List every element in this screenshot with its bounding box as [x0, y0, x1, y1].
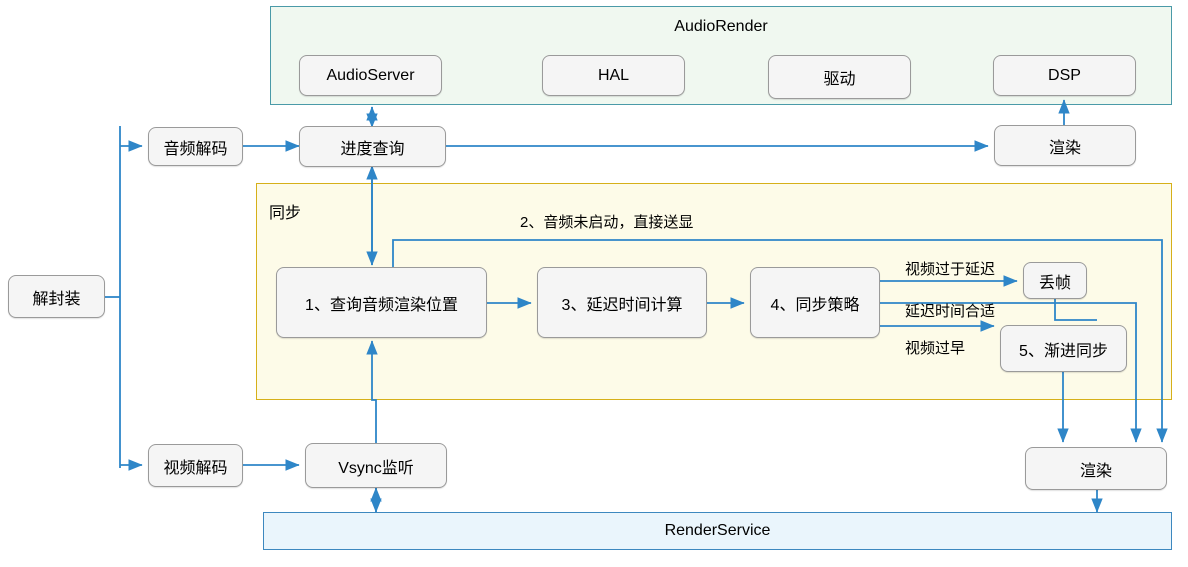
node-demux[interactable]: 解封装	[8, 275, 105, 318]
node-vsync-listener[interactable]: Vsync监听	[305, 443, 447, 488]
edge-label-audio-not-started: 2、音频未启动，直接送显	[520, 214, 694, 231]
node-query-audio-position[interactable]: 1、查询音频渲染位置	[276, 267, 487, 338]
node-render-top[interactable]: 渲染	[994, 125, 1136, 166]
node-render-service[interactable]: RenderService	[263, 512, 1172, 550]
node-audio-decode[interactable]: 音频解码	[148, 127, 243, 166]
node-render-bottom[interactable]: 渲染	[1025, 447, 1167, 490]
edge-label-video-too-late: 视频过于延迟	[905, 261, 996, 278]
edge-label-delay-ok: 延迟时间合适	[905, 303, 996, 320]
node-driver[interactable]: 驱动	[768, 55, 911, 99]
node-progressive-sync[interactable]: 5、渐进同步	[1000, 325, 1127, 372]
edge-label-video-too-early: 视频过早	[905, 340, 966, 357]
node-hal[interactable]: HAL	[542, 55, 685, 96]
node-sync-policy[interactable]: 4、同步策略	[750, 267, 880, 338]
node-drop-frame[interactable]: 丢帧	[1023, 262, 1087, 299]
node-delay-calculation[interactable]: 3、延迟时间计算	[537, 267, 707, 338]
node-video-decode[interactable]: 视频解码	[148, 444, 243, 487]
node-audioserver[interactable]: AudioServer	[299, 55, 442, 96]
node-dsp[interactable]: DSP	[993, 55, 1136, 96]
group-sync-title: 同步	[269, 205, 302, 222]
node-progress-query[interactable]: 进度查询	[299, 126, 446, 167]
group-audiorender-title: AudioRender	[674, 18, 768, 35]
